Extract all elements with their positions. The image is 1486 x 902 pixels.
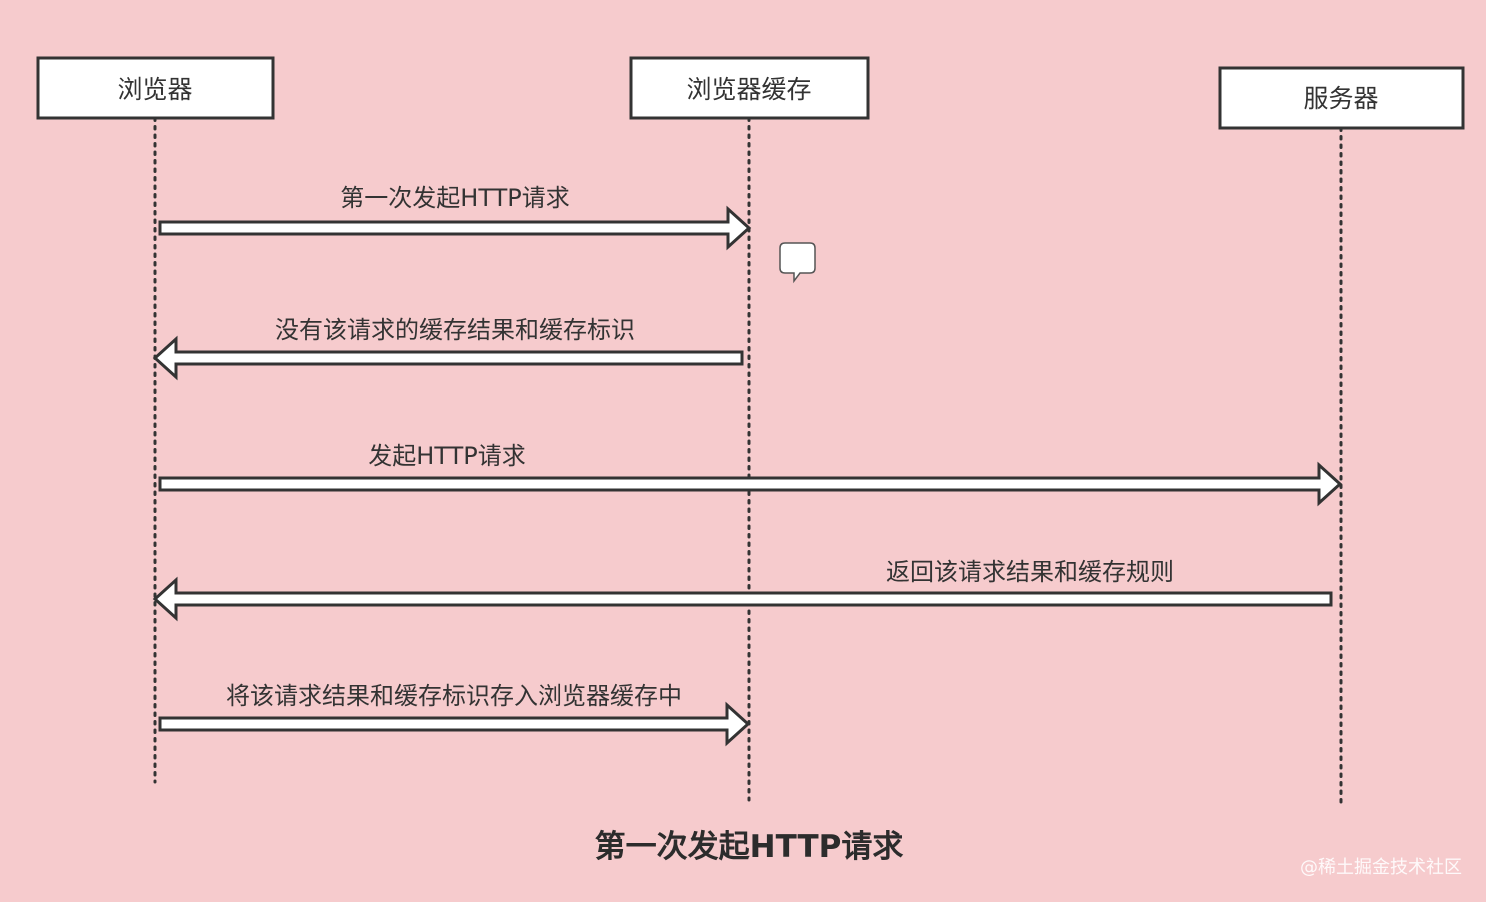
message-3: 发起HTTP请求	[158, 442, 1343, 507]
watermark: @稀土掘金技术社区	[1300, 857, 1462, 878]
participant-cache-label: 浏览器缓存	[686, 75, 811, 104]
message-2-arrow	[152, 335, 744, 381]
message-4-arrow	[152, 576, 1333, 622]
participant-browser: 浏览器	[36, 56, 275, 120]
participant-server-label: 服务器	[1303, 84, 1378, 113]
speech-bubble-icon	[779, 242, 816, 284]
participant-browser-label: 浏览器	[117, 75, 192, 104]
message-2-label: 没有该请求的缓存结果和缓存标识	[275, 316, 635, 344]
participant-server: 服务器	[1218, 66, 1465, 130]
message-1-arrow	[158, 205, 752, 251]
message-5-arrow	[158, 701, 751, 747]
participant-cache: 浏览器缓存	[629, 56, 870, 120]
message-3-label: 发起HTTP请求	[368, 442, 525, 470]
message-3-arrow	[158, 461, 1343, 507]
message-1: 第一次发起HTTP请求	[158, 184, 752, 251]
diagram-caption: 第一次发起HTTP请求	[595, 829, 904, 865]
message-1-label: 第一次发起HTTP请求	[340, 184, 569, 212]
message-4: 返回该请求结果和缓存规则	[152, 558, 1333, 622]
message-5: 将该请求结果和缓存标识存入浏览器缓存中	[158, 682, 751, 747]
message-4-label: 返回该请求结果和缓存规则	[886, 558, 1174, 586]
message-2: 没有该请求的缓存结果和缓存标识	[152, 316, 744, 381]
message-5-label: 将该请求结果和缓存标识存入浏览器缓存中	[226, 682, 682, 710]
